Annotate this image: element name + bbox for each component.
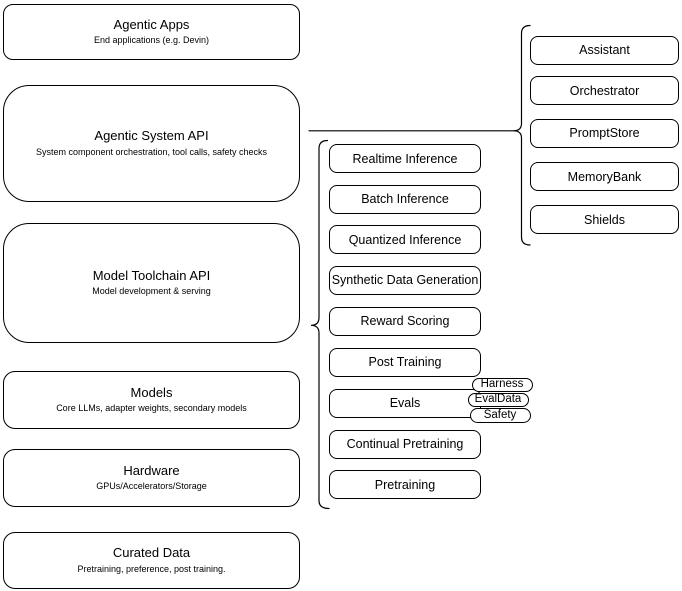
tag-safety: Safety [469, 408, 531, 423]
box-agentic-system-api-title: Agentic System API [94, 128, 209, 144]
node-post-training-label: Post Training [368, 355, 442, 369]
node-post-training: Post Training [329, 347, 481, 377]
box-models: Models Core LLMs, adapter weights, secon… [3, 371, 300, 429]
node-shields-label: Shields [584, 212, 625, 227]
node-memorybank: MemoryBank [530, 162, 679, 191]
box-agentic-apps-title: Agentic Apps [113, 16, 190, 32]
box-model-toolchain-api: Model Toolchain API Model development & … [3, 223, 300, 343]
node-assistant: Assistant [530, 35, 679, 65]
node-shields: Shields [530, 205, 679, 234]
box-model-toolchain-api-subtitle: Model development & serving [92, 286, 211, 297]
node-pretraining-label: Pretraining [374, 477, 436, 492]
box-curated-data-subtitle: Pretraining, preference, post training. [77, 563, 226, 574]
box-agentic-apps-subtitle: End applications (e.g. Devin) [93, 35, 210, 46]
node-realtime-inference-label: Realtime Inference [352, 151, 458, 166]
node-batch-inference-label: Batch Inference [361, 192, 449, 206]
box-hardware-subtitle: GPUs/Accelerators/Storage [96, 481, 207, 492]
tag-evaldata: EvalData [467, 392, 529, 407]
node-pretraining: Pretraining [329, 470, 481, 499]
node-promptstore-label: PromptStore [569, 126, 640, 140]
node-orchestrator: Orchestrator [530, 76, 679, 105]
node-reward-scoring-label: Reward Scoring [360, 314, 450, 328]
node-batch-inference: Batch Inference [329, 184, 481, 214]
box-agentic-system-api-subtitle: System component orchestration, tool cal… [35, 146, 268, 157]
box-agentic-apps: Agentic Apps End applications (e.g. Devi… [3, 4, 300, 60]
node-evals: Evals [329, 388, 481, 418]
node-evals-label: Evals [389, 396, 421, 410]
node-memorybank-label: MemoryBank [567, 169, 642, 184]
box-hardware: Hardware GPUs/Accelerators/Storage [3, 449, 300, 507]
node-quantized-inference: Quantized Inference [329, 225, 481, 254]
node-continual-pretraining-label: Continual Pretraining [346, 437, 464, 451]
node-synthetic-data-generation: Synthetic Data Generation [329, 265, 481, 295]
toolchain-brace [310, 139, 330, 510]
tag-evaldata-label: EvalData [474, 393, 522, 405]
box-models-subtitle: Core LLMs, adapter weights, secondary mo… [56, 403, 247, 414]
node-realtime-inference: Realtime Inference [329, 144, 481, 173]
tag-safety-label: Safety [483, 408, 517, 421]
node-reward-scoring: Reward Scoring [329, 306, 481, 336]
box-curated-data-title: Curated Data [112, 545, 191, 561]
box-model-toolchain-api-title: Model Toolchain API [92, 267, 211, 283]
node-assistant-label: Assistant [579, 43, 630, 57]
node-synthetic-data-generation-label: Synthetic Data Generation [331, 273, 479, 287]
node-continual-pretraining: Continual Pretraining [329, 429, 481, 459]
node-orchestrator-label: Orchestrator [569, 83, 640, 98]
system-components-brace [513, 24, 531, 246]
tag-harness-label: Harness [480, 378, 524, 390]
box-agentic-system-api: Agentic System API System component orch… [3, 85, 300, 202]
box-curated-data: Curated Data Pretraining, preference, po… [3, 532, 300, 589]
box-models-title: Models [130, 384, 173, 400]
box-hardware-title: Hardware [123, 462, 180, 478]
tag-harness: Harness [471, 377, 533, 392]
node-promptstore: PromptStore [530, 118, 679, 148]
node-quantized-inference-label: Quantized Inference [348, 232, 462, 247]
